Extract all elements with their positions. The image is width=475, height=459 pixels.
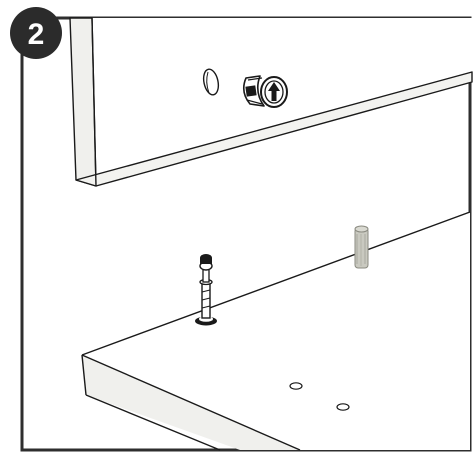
cam-lock-icon — [244, 76, 287, 107]
step-number: 2 — [28, 18, 45, 51]
step-number-badge: 2 — [10, 7, 62, 59]
panel-hole — [337, 404, 349, 410]
panel-hole — [290, 383, 302, 389]
dowel-icon — [355, 226, 368, 268]
